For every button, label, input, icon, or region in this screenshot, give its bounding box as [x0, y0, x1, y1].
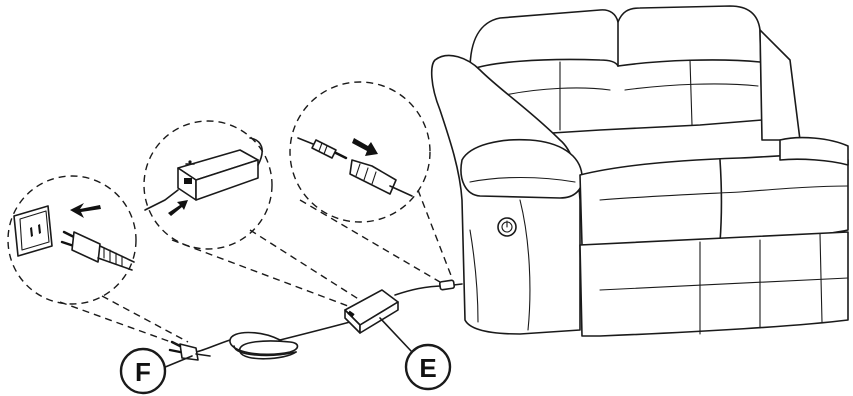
detail-adapter	[143, 120, 273, 250]
arrow-icon	[352, 138, 378, 156]
power-adapter-e	[344, 289, 399, 334]
arrow-icon	[70, 203, 101, 218]
arrow-icon	[168, 200, 188, 216]
callout-f-label: F	[135, 357, 151, 387]
detail-connector	[289, 81, 431, 223]
power-loveseat	[430, 5, 849, 337]
leader-line-e	[379, 317, 413, 353]
detail-wall-socket	[7, 175, 137, 305]
power-cable	[195, 279, 463, 360]
callout-e-label: E	[419, 353, 436, 383]
projection-lines	[59, 189, 453, 347]
power-button-icon	[497, 217, 517, 237]
callout-f: F	[119, 347, 167, 395]
callout-e: E	[404, 343, 452, 391]
